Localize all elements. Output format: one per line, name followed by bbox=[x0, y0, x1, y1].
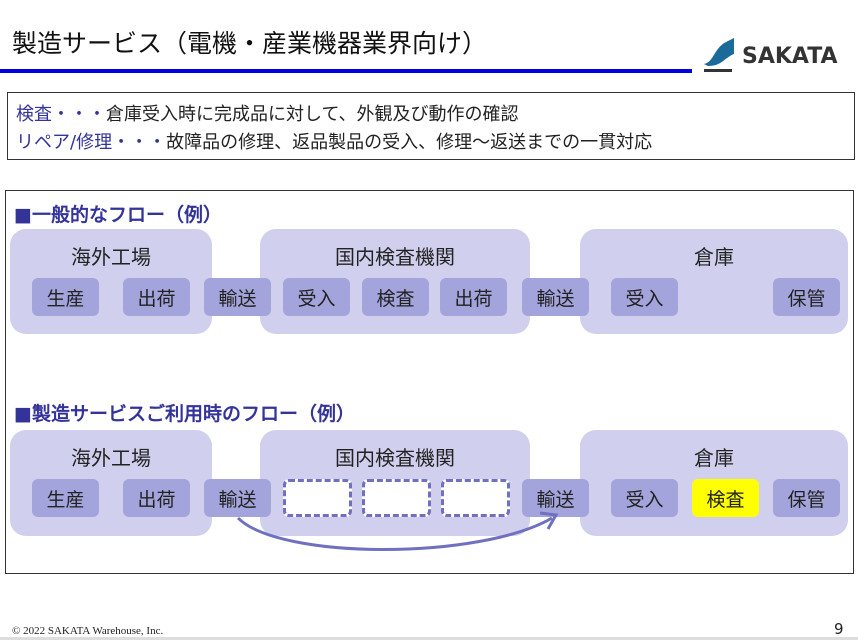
step-receiving: 受入 bbox=[283, 278, 350, 316]
step-production: 生産 bbox=[32, 278, 99, 316]
step-transport: 輸送 bbox=[522, 479, 589, 517]
service-flow-heading: ■製造サービスご利用時のフロー（例） bbox=[14, 403, 355, 425]
skipped-step-placeholder bbox=[362, 479, 431, 517]
definitions-box: 検査・・・倉庫受入時に完成品に対して、外観及び動作の確認 リペア/修理・・・故障… bbox=[7, 92, 855, 160]
step-storage: 保管 bbox=[773, 278, 840, 316]
skipped-step-placeholder bbox=[441, 479, 510, 517]
logo-mark-icon: SAKATA bbox=[704, 38, 838, 72]
skipped-step-placeholder bbox=[283, 479, 352, 517]
sakata-logo: SAKATA bbox=[700, 36, 850, 76]
step-transport: 輸送 bbox=[204, 479, 271, 517]
step-production: 生産 bbox=[32, 479, 99, 517]
page-title: 製造サービス（電機・産業機器業界向け） bbox=[12, 29, 488, 58]
copyright: © 2022 SAKATA Warehouse, Inc. bbox=[12, 625, 164, 637]
title-rule bbox=[0, 69, 692, 73]
step-shipping: 出荷 bbox=[440, 278, 507, 316]
flow-panel bbox=[5, 190, 854, 574]
general-flow-heading: ■一般的なフロー（例） bbox=[14, 204, 222, 226]
step-storage: 保管 bbox=[773, 479, 840, 517]
step-inspection-highlight: 検査 bbox=[692, 479, 759, 517]
step-transport: 輸送 bbox=[522, 278, 589, 316]
page-number: 9 bbox=[834, 620, 844, 638]
definition-inspection: 検査・・・倉庫受入時に完成品に対して、外観及び動作の確認 bbox=[16, 104, 519, 125]
definition-repair: リペア/修理・・・故障品の修理、返品製品の受入、修理～返送までの一貫対応 bbox=[16, 132, 653, 153]
step-receiving: 受入 bbox=[611, 278, 678, 316]
svg-text:SAKATA: SAKATA bbox=[742, 44, 838, 69]
step-shipping: 出荷 bbox=[123, 278, 190, 316]
bottom-bar bbox=[0, 637, 858, 640]
step-inspection: 検査 bbox=[362, 278, 429, 316]
step-shipping: 出荷 bbox=[123, 479, 190, 517]
step-transport: 輸送 bbox=[204, 278, 271, 316]
step-receiving: 受入 bbox=[611, 479, 678, 517]
